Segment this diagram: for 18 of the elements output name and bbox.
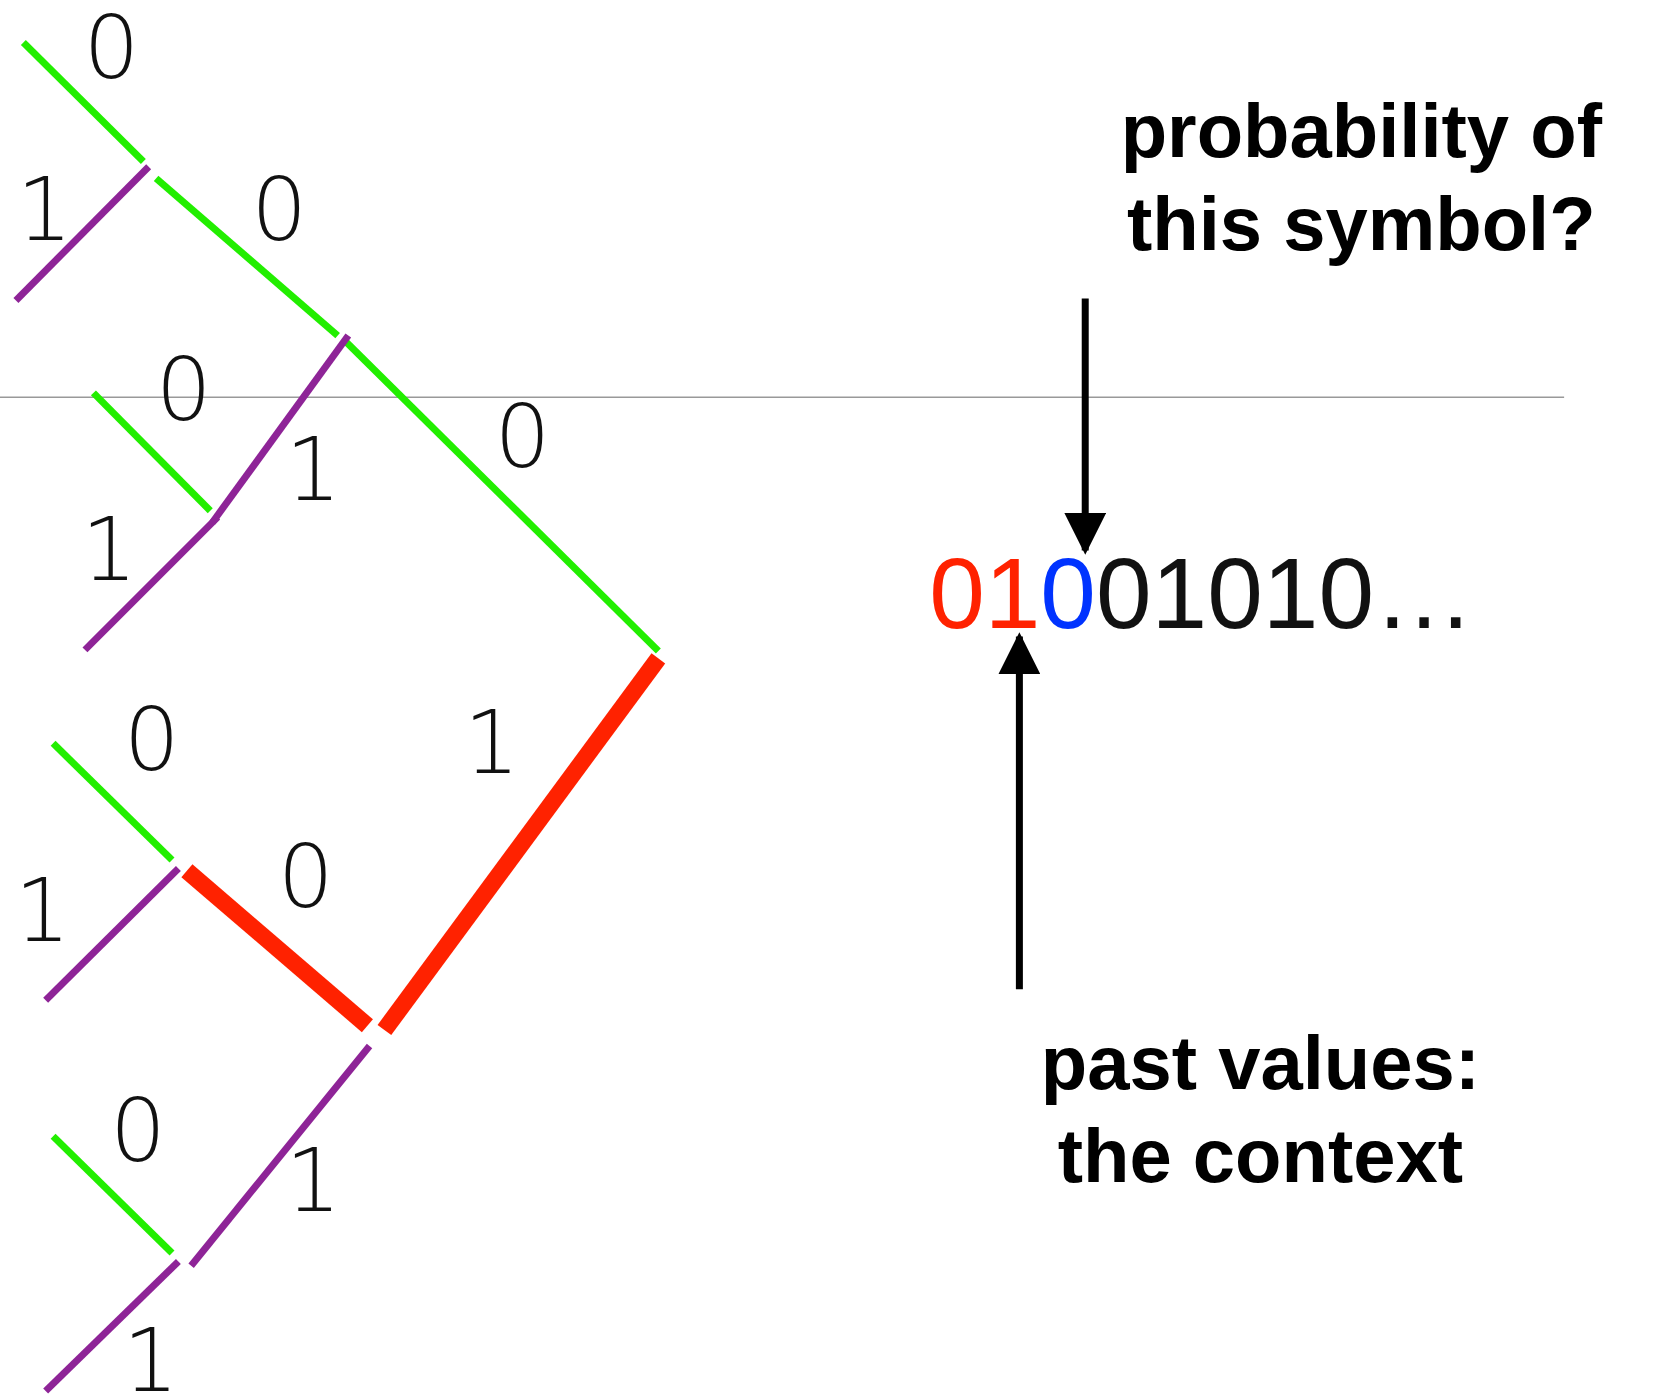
context-text: past values: the context (984, 1017, 1537, 1203)
branch-label: 0 (83, 3, 140, 92)
question-text: probability of this symbol? (1064, 84, 1659, 271)
branch-label: 1 (16, 166, 73, 255)
branch-label: 1 (14, 867, 71, 956)
arrow (998, 632, 1041, 990)
branch-label: 0 (494, 393, 551, 482)
branch-label: 0 (155, 345, 212, 434)
branch-label: 0 (123, 696, 180, 785)
branch-label: 1 (122, 1317, 179, 1397)
branch-label: 1 (463, 699, 520, 788)
branch-label: 1 (285, 426, 342, 515)
bit-sequence: 01001010… (929, 542, 1475, 643)
branch-label: 0 (277, 833, 334, 922)
branch-label: 1 (285, 1136, 342, 1225)
branch-label: 1 (81, 506, 138, 595)
branch-label: 0 (251, 166, 308, 255)
branch-label: 0 (110, 1086, 167, 1175)
